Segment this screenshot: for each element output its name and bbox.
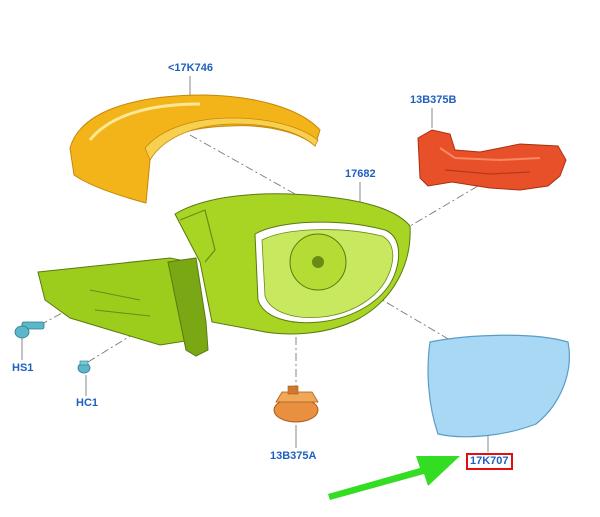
part-label-13b375b[interactable]: 13B375B: [410, 94, 457, 106]
mirror-housing-part[interactable]: [37, 193, 411, 357]
green-pointer-arrow-icon: [328, 456, 460, 500]
part-label-17k707[interactable]: 17K707: [466, 453, 513, 470]
mirror-cover-part[interactable]: [69, 94, 321, 204]
part-label-hs1[interactable]: HS1: [12, 362, 34, 374]
part-label-17k746[interactable]: <17K746: [168, 62, 213, 74]
screw-hs1-part[interactable]: [14, 321, 45, 339]
puddle-lamp-part[interactable]: [273, 385, 319, 423]
part-label-hc1[interactable]: HC1: [76, 397, 99, 409]
clip-hc1-part[interactable]: [77, 360, 91, 374]
part-label-17682[interactable]: 17682: [345, 168, 376, 180]
part-label-13b375a[interactable]: 13B375A: [270, 450, 317, 462]
mirror-glass-part[interactable]: [427, 334, 570, 438]
turn-indicator-part[interactable]: [417, 129, 567, 191]
